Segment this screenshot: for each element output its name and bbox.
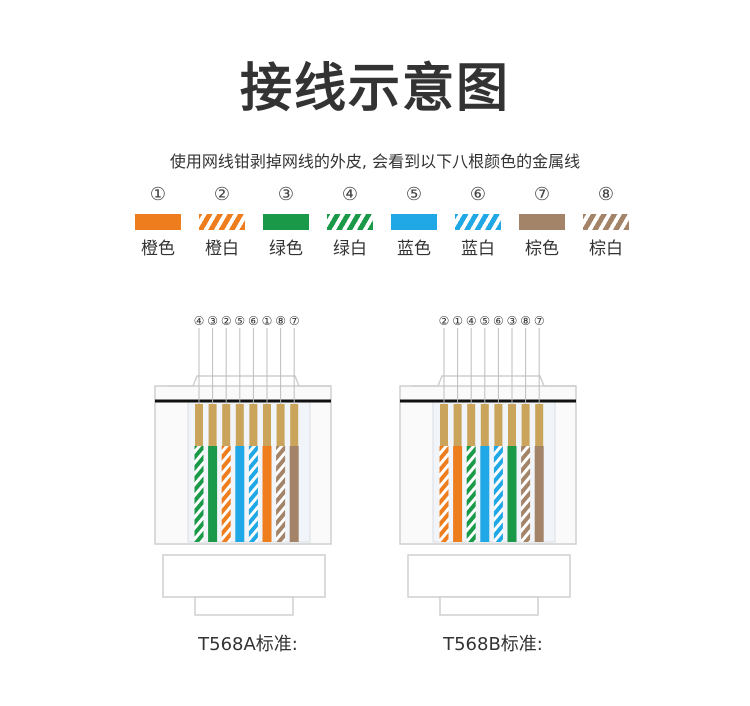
pin-number: ⑦ <box>289 314 300 328</box>
legend-number: ③ <box>277 184 295 205</box>
wire <box>507 446 517 542</box>
wire <box>493 446 503 542</box>
pin-number: ④ <box>466 314 477 328</box>
gold-contact <box>222 404 231 446</box>
subtitle: 使用网线钳剥掉网线的外皮, 会看到以下八根颜色的金属线 <box>169 152 581 171</box>
pin-number: ① <box>452 314 463 328</box>
legend-number: ⑥ <box>469 184 487 205</box>
legend-item-1: ① 橙色 <box>126 184 190 259</box>
gold-contact <box>235 404 244 446</box>
legend-color-name: 绿色 <box>269 239 303 259</box>
pin-number: ③ <box>507 314 518 328</box>
legend-item-2: ② 橙白 <box>190 184 254 259</box>
legend-item-8: ⑧ 棕白 <box>574 184 638 259</box>
connector-boot-tail <box>194 596 294 616</box>
legend-number: ④ <box>341 184 359 205</box>
wire <box>534 446 544 542</box>
gold-contact <box>508 404 516 446</box>
wire <box>466 446 476 542</box>
pin-number: ② <box>221 314 232 328</box>
wire-swatch <box>327 214 373 230</box>
legend-number: ⑦ <box>533 184 551 205</box>
legend-item-4: ④ 绿白 <box>318 184 382 259</box>
wire-swatch <box>199 214 245 230</box>
legend-color-name: 橙白 <box>205 239 239 259</box>
wire-swatch <box>263 214 309 230</box>
pin-number: ④ <box>194 314 205 328</box>
legend-color-name: 绿白 <box>333 239 367 259</box>
gold-contact <box>276 404 285 446</box>
pin-number: ② <box>439 314 450 328</box>
pin-number: ⑥ <box>493 314 504 328</box>
gold-contact <box>263 404 271 446</box>
gold-contact <box>467 404 476 446</box>
pin-number: ③ <box>207 314 218 328</box>
wire <box>248 446 258 542</box>
gold-contact <box>290 404 299 446</box>
pin-number: ⑧ <box>275 314 286 328</box>
legend-item-5: ⑤ 蓝色 <box>382 184 446 259</box>
legend-color-name: 蓝色 <box>397 239 431 259</box>
connector-boot <box>407 554 571 598</box>
pin-number: ⑦ <box>534 314 545 328</box>
gold-contact <box>535 404 544 446</box>
wire <box>521 446 531 542</box>
wire <box>208 446 218 542</box>
wire <box>276 446 286 542</box>
legend-number: ② <box>213 184 231 205</box>
wire <box>480 446 490 542</box>
connector-top <box>412 375 576 387</box>
wire-swatch <box>391 214 437 230</box>
wire-swatch <box>455 214 501 230</box>
pin-number: ⑧ <box>520 314 531 328</box>
pin-number: ⑤ <box>234 314 245 328</box>
caption-t568a: T568A标准: <box>198 634 298 655</box>
wire <box>262 446 272 542</box>
legend-color-name: 橙色 <box>141 239 175 259</box>
connector-boot-tail <box>439 596 539 616</box>
caption-t568b: T568B标准: <box>443 634 543 655</box>
gold-contact <box>195 404 203 446</box>
wire <box>235 446 245 542</box>
legend-item-6: ⑥ 蓝白 <box>446 184 510 259</box>
connector-boot <box>162 554 326 598</box>
wire <box>221 446 231 542</box>
gold-contact <box>249 404 258 446</box>
legend-color-name: 棕色 <box>525 239 559 259</box>
gold-contact <box>453 404 462 446</box>
gold-contact <box>440 404 448 446</box>
pin-number: ⑥ <box>248 314 259 328</box>
gold-contact <box>521 404 530 446</box>
wire <box>453 446 463 542</box>
wire-swatch <box>519 214 565 230</box>
legend-color-name: 棕白 <box>589 239 623 259</box>
gold-contact <box>480 404 489 446</box>
legend-number: ① <box>149 184 167 205</box>
wire-swatch <box>583 214 629 230</box>
wire <box>194 446 204 542</box>
gold-contact <box>494 404 503 446</box>
pin-number: ① <box>262 314 273 328</box>
connector-top <box>167 375 331 387</box>
legend-item-7: ⑦ 棕色 <box>510 184 574 259</box>
legend-number: ⑧ <box>597 184 615 205</box>
legend-color-name: 蓝白 <box>461 239 495 259</box>
legend-item-3: ③ 绿色 <box>254 184 318 259</box>
legend-number: ⑤ <box>405 184 423 205</box>
pin-number: ⑤ <box>479 314 490 328</box>
page-title: 接线示意图 <box>239 59 510 119</box>
wire <box>439 446 449 542</box>
gold-contact <box>208 404 217 446</box>
wire <box>289 446 299 542</box>
wire-color-legend: ① 橙色 ② 橙白 ③ 绿色 ④ 绿白 ⑤ 蓝色 ⑥ 蓝白 ⑦ 棕色 ⑧ 棕白 <box>0 0 750 270</box>
wire-swatch <box>135 214 181 230</box>
